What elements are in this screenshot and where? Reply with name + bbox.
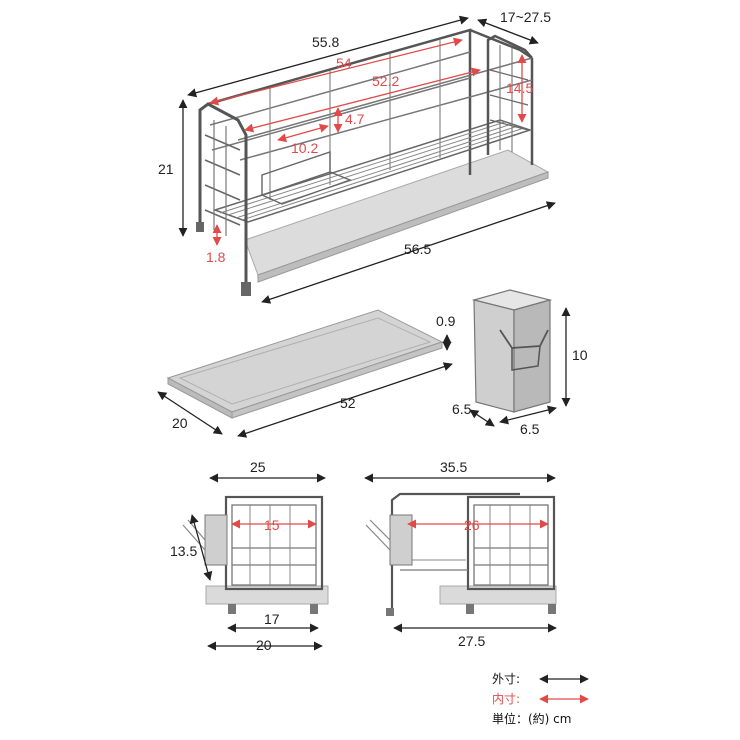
dim-tray-length-top: 56.5 <box>404 241 431 257</box>
dim-open-base-width: 27.5 <box>458 633 485 649</box>
legend: 外寸: 内寸: 単位：(約) cm <box>492 672 589 726</box>
dim-cup-depth: 6.5 <box>452 401 472 417</box>
dim-open-inner-width: 26 <box>464 517 480 533</box>
dim-basket-depth: 10.2 <box>291 140 318 156</box>
cup-dimensions: 10 6.5 6.5 <box>452 307 588 437</box>
legend-unit-label: 単位：(約) cm <box>492 711 571 726</box>
top-dimensions: 55.8 17~27.5 54 52.2 14.5 4.7 10.2 21 1.… <box>158 9 556 304</box>
dim-basket-height: 4.7 <box>345 111 365 127</box>
side-open-dimensions: 35.5 26 27.5 <box>364 459 557 649</box>
dim-tray-length: 52 <box>340 395 356 411</box>
side-closed-dimensions: 25 15 13.5 17 20 <box>170 459 326 653</box>
dim-overall-height: 21 <box>158 161 174 177</box>
legend-outer-label: 外寸: <box>492 672 520 686</box>
dim-overall-width: 55.8 <box>312 34 339 50</box>
dim-depth-range: 17~27.5 <box>500 9 551 25</box>
dim-side-height: 13.5 <box>170 543 197 559</box>
dim-side-base-outer: 20 <box>256 637 272 653</box>
dim-open-top-width: 35.5 <box>440 459 467 475</box>
side-view-closed <box>182 495 329 614</box>
dim-side-inner-width: 15 <box>264 517 280 533</box>
tray-dimensions: 0.9 52 20 <box>157 313 456 438</box>
dim-inner-height-back: 14.5 <box>506 80 533 96</box>
dim-tray-thickness: 0.9 <box>436 313 456 329</box>
dim-cup-height: 10 <box>572 347 588 363</box>
dim-inner-width-rack: 52.2 <box>372 73 399 89</box>
dim-side-top-width: 25 <box>250 459 266 475</box>
utensil-cup-illustration <box>471 289 553 413</box>
dim-foot-height: 1.8 <box>206 249 226 265</box>
dim-tray-width: 20 <box>172 415 188 431</box>
legend-inner-label: 内寸: <box>492 692 520 706</box>
dim-inner-width-top: 54 <box>336 55 352 71</box>
side-view-open <box>365 492 557 616</box>
dim-cup-width: 6.5 <box>520 421 540 437</box>
rack-illustration <box>196 28 550 296</box>
drain-tray-illustration <box>166 309 444 419</box>
dim-side-base-inner: 17 <box>264 611 280 627</box>
